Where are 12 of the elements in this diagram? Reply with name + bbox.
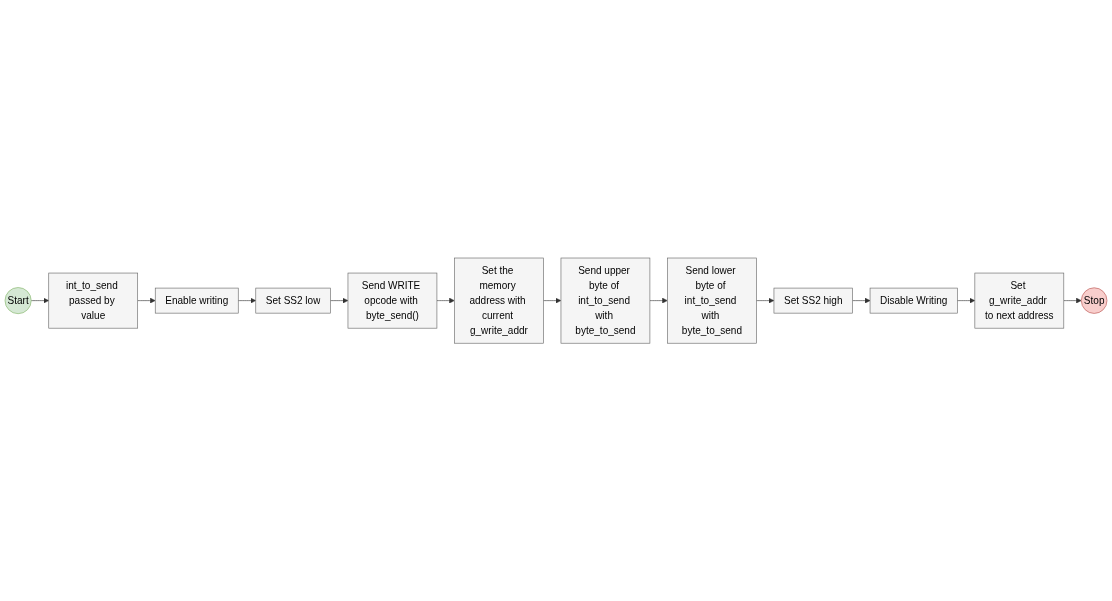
node-box: Set SS2 high bbox=[773, 287, 853, 314]
node-box: Set g_write_addr to next address bbox=[974, 272, 1065, 329]
node-box: Disable Writing bbox=[869, 287, 958, 314]
node-box: Enable writing bbox=[154, 287, 239, 314]
node-box: Send upper byte of int_to_send with byte_to_send bbox=[560, 257, 651, 344]
node-circle: Stop bbox=[1081, 287, 1108, 314]
node-box: Set SS2 low bbox=[255, 287, 331, 314]
node-box: Send lower byte of int_to_send with byte_to_send bbox=[667, 257, 757, 344]
node-box: Set the memory address with current g_write_addr bbox=[454, 257, 544, 344]
node-box: int_to_send passed by value bbox=[48, 272, 138, 329]
node-circle: Start bbox=[4, 287, 32, 314]
node-box: Send WRITE opcode with byte_send() bbox=[347, 272, 438, 329]
